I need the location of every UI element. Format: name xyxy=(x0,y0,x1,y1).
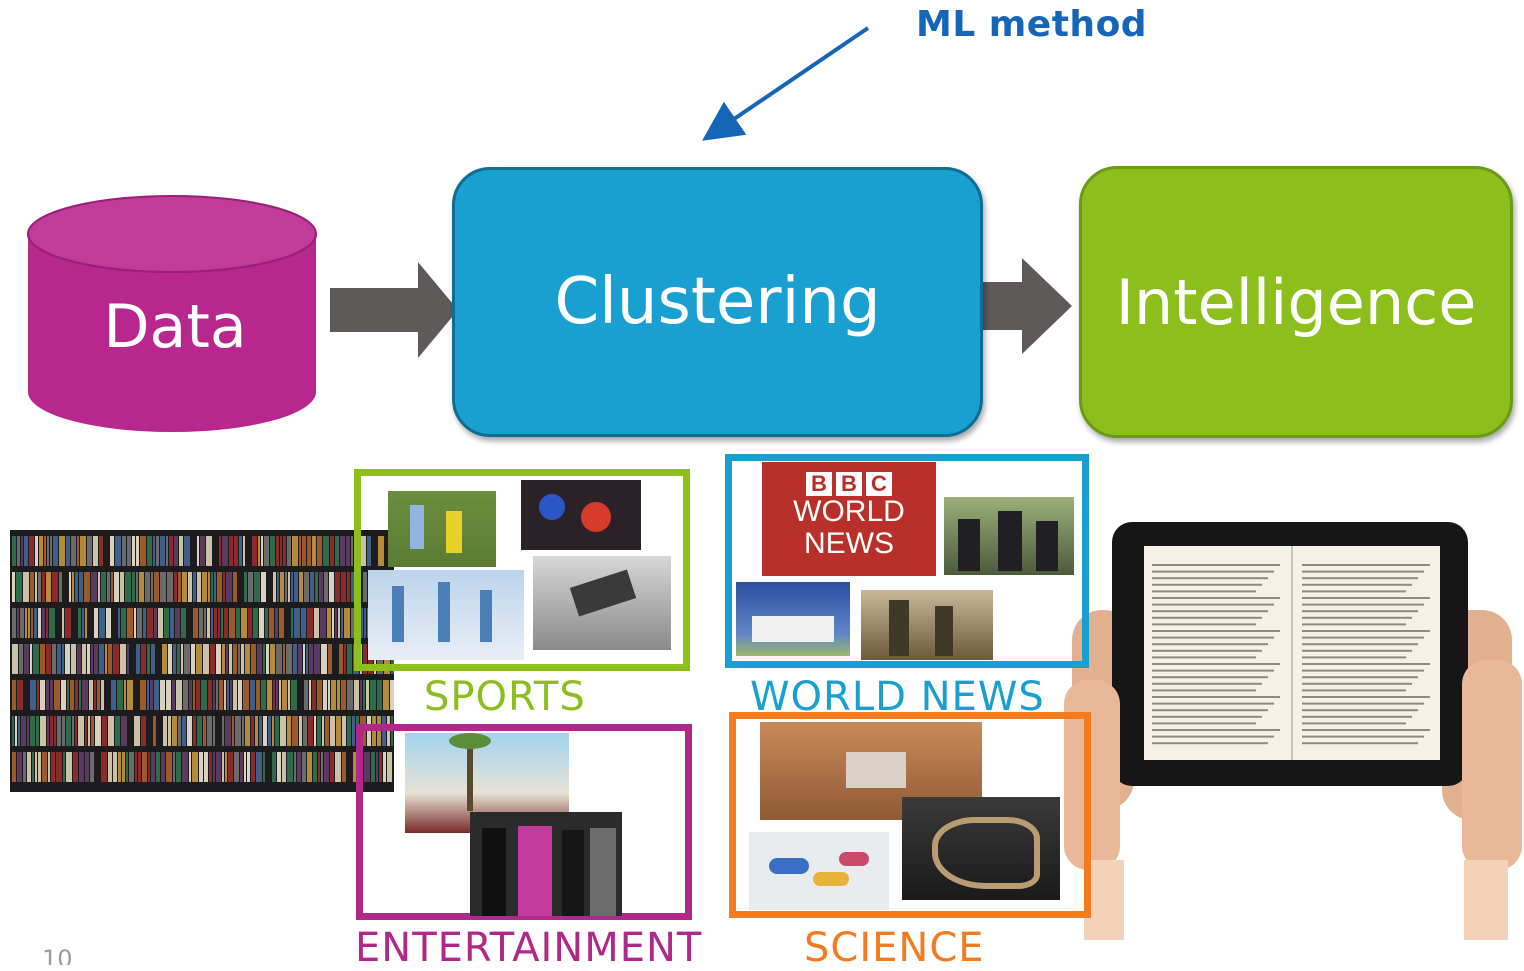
soldiers-photo xyxy=(861,590,993,660)
dinosaur-fossil-photo xyxy=(902,797,1060,900)
arrow-clustering-to-intelligence xyxy=(976,258,1072,354)
entertainment-frame xyxy=(356,724,692,920)
world-news-label: WORLD NEWS xyxy=(750,674,1045,720)
page-number: 10 xyxy=(42,945,73,965)
entertainment-label: ENTERTAINMENT xyxy=(355,925,703,971)
arrow-data-to-clustering xyxy=(330,262,458,358)
ml-method-label: ML method xyxy=(916,4,1148,45)
intelligence-box: Intelligence xyxy=(1079,166,1513,438)
pills-photo xyxy=(749,832,889,910)
leaders-handshake-photo xyxy=(944,497,1074,575)
ebook-tablet-image xyxy=(1064,522,1522,940)
sports-frame xyxy=(354,469,690,671)
science-frame xyxy=(729,712,1091,918)
skiing-photo xyxy=(368,570,524,660)
vintage-soccer-photo xyxy=(533,556,671,650)
white-house-photo xyxy=(736,582,850,656)
world-news-frame xyxy=(725,454,1089,668)
science-label: SCIENCE xyxy=(804,925,985,971)
clustering-label: Clustering xyxy=(554,265,881,339)
clustering-box: Clustering xyxy=(452,167,983,437)
boxing-photo xyxy=(521,480,641,550)
sports-label: SPORTS xyxy=(424,674,586,720)
celebrities-photo xyxy=(470,812,622,916)
soccer-photo xyxy=(388,491,496,567)
intelligence-label: Intelligence xyxy=(1115,265,1477,339)
data-cylinder-icon xyxy=(27,195,317,432)
bookshelf-image xyxy=(10,530,394,792)
data-label: Data xyxy=(103,292,247,362)
bbc-world-news-logo: B B C WORLD NEWS xyxy=(762,462,936,576)
